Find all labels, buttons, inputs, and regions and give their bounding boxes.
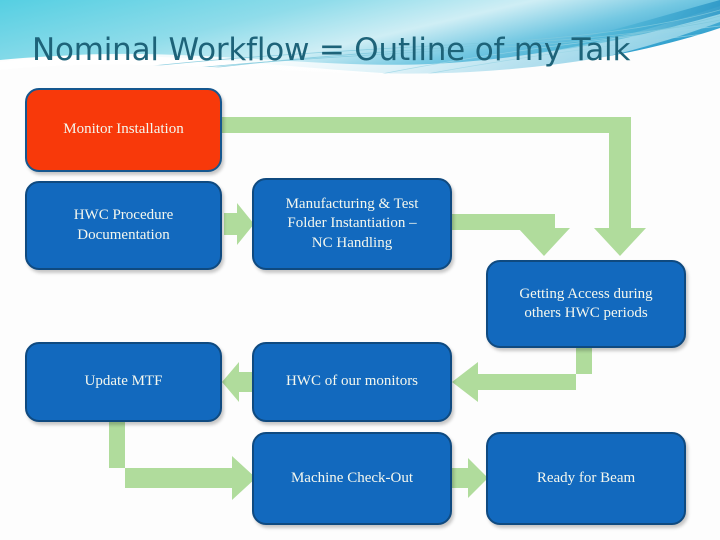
node-machine-check-out[interactable]: Machine Check-Out — [252, 432, 452, 525]
node-label: Ready for Beam — [536, 469, 636, 486]
header-decoration — [0, 0, 720, 92]
connector-hwc-procedure-doc-to-mfg-test — [224, 203, 254, 245]
node-update-mtf[interactable]: Update MTF — [25, 342, 222, 422]
connector-update-mtf-to-machine-check-out — [109, 422, 256, 500]
node-monitor-installation[interactable]: Monitor Installation — [25, 88, 222, 172]
connector-hwc-of-our-monitors-to-update-mtf — [222, 362, 252, 402]
connector-getting-access-to-hwc-of-our-monitors — [452, 348, 592, 402]
node-hwc-of-our-monitors[interactable]: HWC of our monitors — [252, 342, 452, 422]
connector-mfg-test-to-getting-access — [452, 214, 570, 256]
page-title: Nominal Workflow = Outline of my Talk — [32, 32, 631, 68]
node-label: Update MTF — [84, 373, 163, 390]
node-label: HWC of our monitors — [285, 373, 419, 390]
node-label: Machine Check-Out — [290, 469, 414, 486]
connector-machine-check-out-to-ready-for-beam — [452, 458, 488, 498]
connector-monitor-installation-to-getting-access — [222, 117, 646, 256]
node-ready-for-beam[interactable]: Ready for Beam — [486, 432, 686, 525]
node-label: Monitor Installation — [63, 121, 184, 138]
